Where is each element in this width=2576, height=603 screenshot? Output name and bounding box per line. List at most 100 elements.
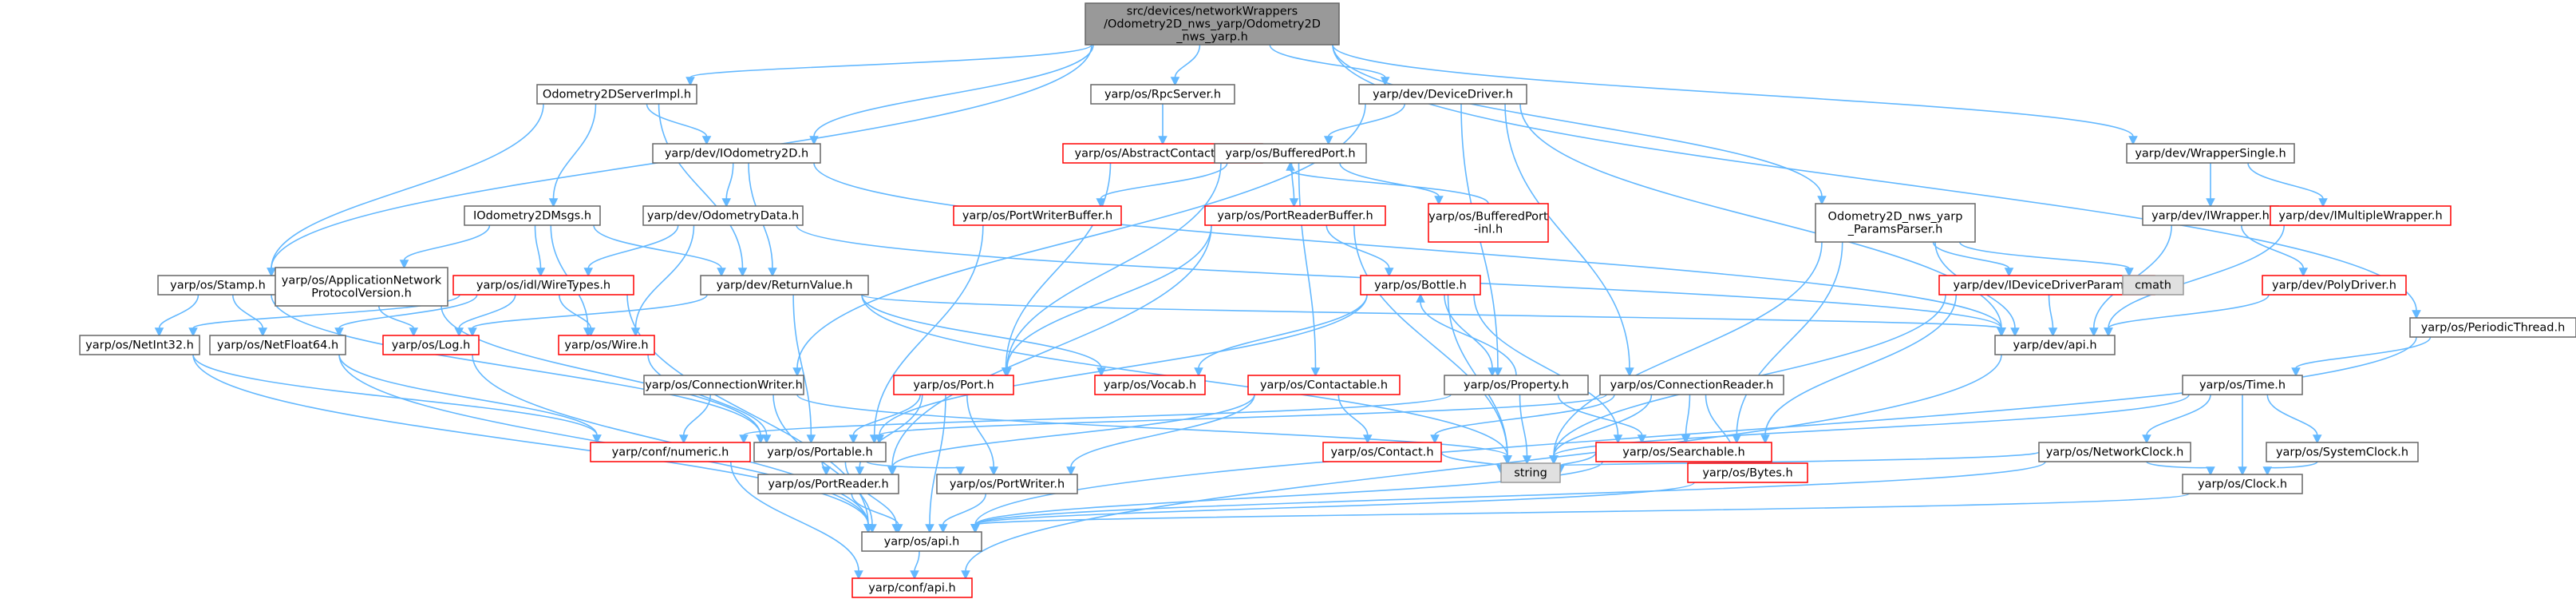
edge-contactable-to-contact — [1337, 394, 1373, 444]
node-network-clock[interactable]: yarp/os/NetworkClock.h — [2038, 442, 2191, 462]
node-device-driver[interactable]: yarp/dev/DeviceDriver.h — [1358, 84, 1527, 105]
node-label: yarp/dev/OdometryData.h — [647, 210, 799, 223]
node-string[interactable]: string — [1500, 462, 1561, 483]
node-box — [2270, 205, 2452, 226]
node-net-float64[interactable]: yarp/os/NetFloat64.h — [209, 335, 346, 355]
edge-connection-reader-to-contact — [1430, 394, 1615, 444]
node-bytes[interactable]: yarp/os/Bytes.h — [1687, 462, 1808, 483]
node-buffered-port-inl[interactable]: yarp/os/BufferedPort-inl.h — [1428, 203, 1549, 243]
node-net-int32[interactable]: yarp/os/NetInt32.h — [79, 335, 200, 355]
node-vocab[interactable]: yarp/os/Vocab.h — [1094, 375, 1206, 395]
node-params-parser[interactable]: Odometry2D_nws_yarp_ParamsParser.h — [1815, 203, 1976, 243]
node-box — [642, 205, 804, 226]
node-app-net-proto[interactable]: yarp/os/ApplicationNetworkProtocolVersio… — [275, 267, 448, 307]
node-iwrapper[interactable]: yarp/dev/IWrapper.h — [2142, 205, 2279, 226]
edge-buffered-port-inl-to-buffered-port — [1286, 161, 1489, 204]
node-box — [2126, 143, 2295, 164]
node-searchable[interactable]: yarp/os/Searchable.h — [1595, 442, 1772, 462]
node-connection-writer[interactable]: yarp/os/ConnectionWriter.h — [643, 375, 804, 395]
node-box — [1247, 375, 1401, 395]
node-label: yarp/os/Bottle.h — [1374, 280, 1467, 292]
node-label: IOdometry2DMsgs.h — [473, 210, 591, 223]
node-label: yarp/os/BufferedPort.h — [1225, 148, 1355, 161]
edge-portable-to-port-writer — [866, 461, 966, 476]
node-label: Odometry2D_nws_yarp — [1828, 211, 1963, 224]
node-box — [643, 375, 804, 395]
node-label: yarp/os/NetFloat64.h — [217, 339, 338, 352]
node-box — [209, 335, 346, 355]
node-return-value[interactable]: yarp/dev/ReturnValue.h — [700, 275, 869, 296]
edge-params-parser-to-idevice-driver-params — [1932, 241, 2014, 277]
node-log[interactable]: yarp/os/Log.h — [382, 335, 480, 355]
node-port-writer-buffer[interactable]: yarp/os/PortWriterBuffer.h — [953, 205, 1122, 226]
node-poly-driver[interactable]: yarp/dev/PolyDriver.h — [2262, 275, 2407, 296]
edge-property-to-string — [1519, 394, 1532, 465]
node-dev-api[interactable]: yarp/dev/api.h — [1994, 335, 2116, 355]
node-port-writer[interactable]: yarp/os/PortWriter.h — [936, 474, 1078, 494]
node-bottle[interactable]: yarp/os/Bottle.h — [1360, 275, 1481, 296]
edge-net-int32-to-conf-numeric — [192, 354, 602, 444]
node-label: yarp/os/Contactable.h — [1260, 379, 1388, 392]
node-odo-server-impl[interactable]: Odometry2DServerImpl.h — [536, 84, 697, 105]
node-conf-api[interactable]: yarp/conf/api.h — [851, 577, 973, 598]
node-wire[interactable]: yarp/os/Wire.h — [558, 335, 655, 355]
node-conf-numeric[interactable]: yarp/conf/numeric.h — [590, 442, 751, 462]
node-box — [953, 205, 1122, 226]
edge-property-to-conf-numeric — [739, 394, 1452, 444]
node-label: yarp/conf/numeric.h — [612, 446, 729, 459]
node-clock[interactable]: yarp/os/Clock.h — [2182, 474, 2303, 494]
edge-odometry-data-to-wire-types — [583, 224, 679, 277]
edge-odo-server-impl-to-return-value — [658, 103, 748, 277]
node-wire-types[interactable]: yarp/os/idl/WireTypes.h — [452, 275, 634, 296]
edge-periodic-thread-to-time — [2291, 336, 2432, 377]
node-periodic-thread[interactable]: yarp/os/PeriodicThread.h — [2409, 317, 2576, 338]
node-imultiple-wrapper[interactable]: yarp/dev/IMultipleWrapper.h — [2270, 205, 2452, 226]
edge-buffered-port-to-contactable — [1298, 162, 1321, 377]
node-system-clock[interactable]: yarp/os/SystemClock.h — [2266, 442, 2419, 462]
edge-root-to-device-driver — [1269, 44, 1390, 86]
node-cmath[interactable]: cmath — [2122, 275, 2184, 296]
node-box — [893, 375, 1014, 395]
node-box — [851, 577, 973, 598]
node-buffered-port[interactable]: yarp/os/BufferedPort.h — [1214, 143, 1367, 164]
edge-stamp-to-net-float64 — [231, 294, 268, 337]
edge-device-driver-to-connection-reader — [1504, 103, 1634, 377]
node-os-api[interactable]: yarp/os/api.h — [861, 531, 982, 552]
node-wrapper-single[interactable]: yarp/dev/WrapperSingle.h — [2126, 143, 2295, 164]
node-contactable[interactable]: yarp/os/Contactable.h — [1247, 375, 1401, 395]
node-box — [1214, 143, 1367, 164]
node-label: /Odometry2D_nws_yarp/Odometry2D — [1104, 18, 1321, 31]
node-contact[interactable]: yarp/os/Contact.h — [1322, 442, 1442, 462]
node-port[interactable]: yarp/os/Port.h — [893, 375, 1014, 395]
edge-time-to-network-clock — [2142, 394, 2211, 444]
node-box — [2266, 442, 2419, 462]
node-port-reader[interactable]: yarp/os/PortReader.h — [757, 474, 899, 494]
node-box — [2142, 205, 2279, 226]
node-idevice-driver-params[interactable]: yarp/dev/IDeviceDriverParams.h — [1938, 275, 2155, 296]
edge-system-clock-to-clock — [2262, 461, 2318, 476]
node-stamp[interactable]: yarp/os/Stamp.h — [157, 275, 279, 296]
node-iodometry2d[interactable]: yarp/dev/IOdometry2D.h — [652, 143, 821, 164]
node-property[interactable]: yarp/os/Property.h — [1444, 375, 1589, 395]
edge-odo-server-impl-to-iodometry2d — [646, 103, 712, 145]
node-root[interactable]: src/devices/networkWrappers/Odometry2D_n… — [1085, 2, 1340, 46]
node-box — [1599, 375, 1784, 395]
node-label: yarp/os/Port.h — [913, 379, 994, 392]
edge-property-to-searchable — [1557, 394, 1647, 444]
node-odometry-data[interactable]: yarp/dev/OdometryData.h — [642, 205, 804, 226]
node-label: yarp/os/PortWriterBuffer.h — [962, 210, 1112, 223]
node-iodometry2dmsgs[interactable]: IOdometry2DMsgs.h — [464, 205, 601, 226]
node-rpc-server[interactable]: yarp/os/RpcServer.h — [1090, 84, 1235, 105]
node-box — [558, 335, 655, 355]
edge-conf-numeric-to-conf-api — [729, 461, 863, 580]
node-portable[interactable]: yarp/os/Portable.h — [753, 442, 887, 462]
node-time[interactable]: yarp/os/Time.h — [2182, 375, 2303, 395]
edge-os-api-to-conf-api — [910, 550, 920, 580]
node-port-reader-buffer[interactable]: yarp/os/PortReaderBuffer.h — [1204, 205, 1386, 226]
edge-root-to-odo-server-impl — [685, 44, 1092, 86]
edge-params-parser-to-searchable — [1732, 241, 1843, 444]
edge-return-value-to-portable — [792, 294, 816, 444]
node-box — [1500, 462, 1561, 483]
node-connection-reader[interactable]: yarp/os/ConnectionReader.h — [1599, 375, 1784, 395]
node-box — [757, 474, 899, 494]
